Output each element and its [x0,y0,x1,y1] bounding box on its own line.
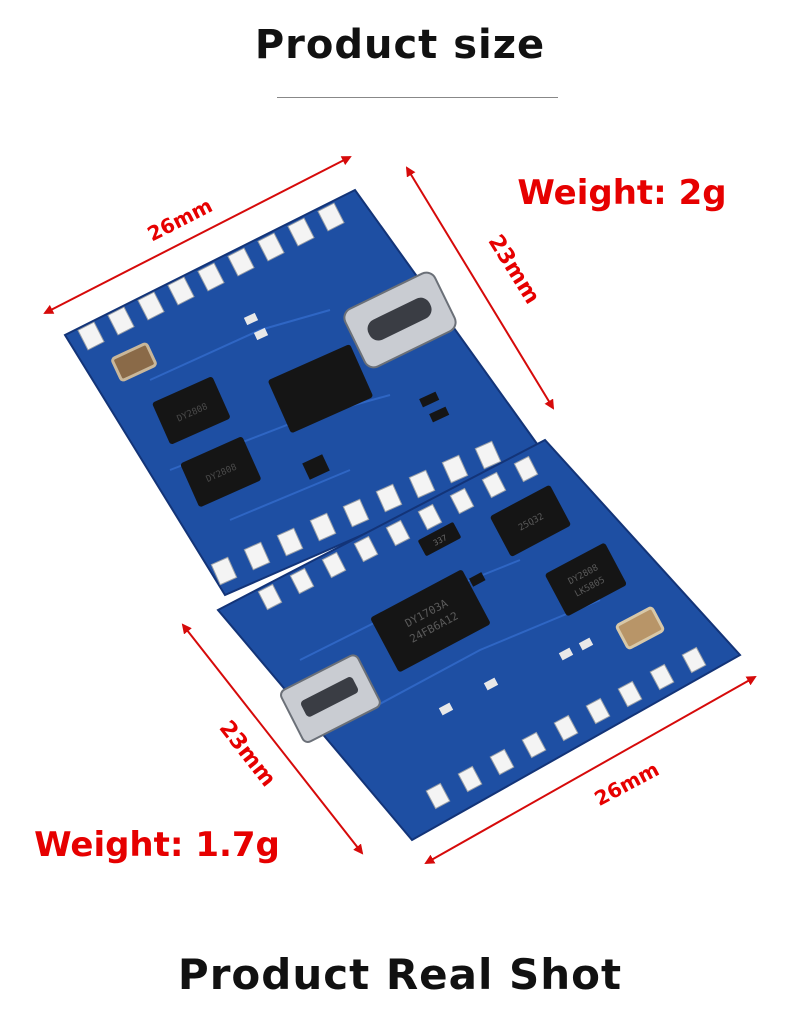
bottom-board-chip-small: 337 [418,522,461,556]
title-divider [277,97,558,98]
top-board-chip-b: DY2808 [180,437,261,507]
bottom-height-arrow [181,623,364,855]
top-height-label: 23mm [483,231,545,309]
bottom-board-chip-amp: DY2808 LK5805 [545,543,627,616]
bottom-board-chip-main: DY1703A 24FB6A12 [371,570,490,672]
section-title: Product Real Shot [177,950,623,999]
top-board-chip-main [268,344,373,433]
page-title: Product size [254,22,546,68]
bottom-weight-label: Weight: 1.7g [34,825,280,865]
bottom-board-capacitor [615,606,665,650]
bottom-height-label: 23mm [214,716,281,792]
dimension-arrows [43,156,757,864]
top-board-chip-a: DY2808 [152,377,230,444]
top-board-pads-lower [210,440,502,586]
top-width-label: 26mm [143,193,216,246]
top-weight-label: Weight: 2g [517,173,726,213]
top-width-arrow [43,156,352,314]
bottom-width-arrow [424,676,757,864]
top-board-capacitor [111,342,157,382]
top-height-arrow [405,166,555,410]
bottom-board-pads-upper [257,455,539,611]
bottom-board-chip-flash: 25Q32 [490,485,571,557]
